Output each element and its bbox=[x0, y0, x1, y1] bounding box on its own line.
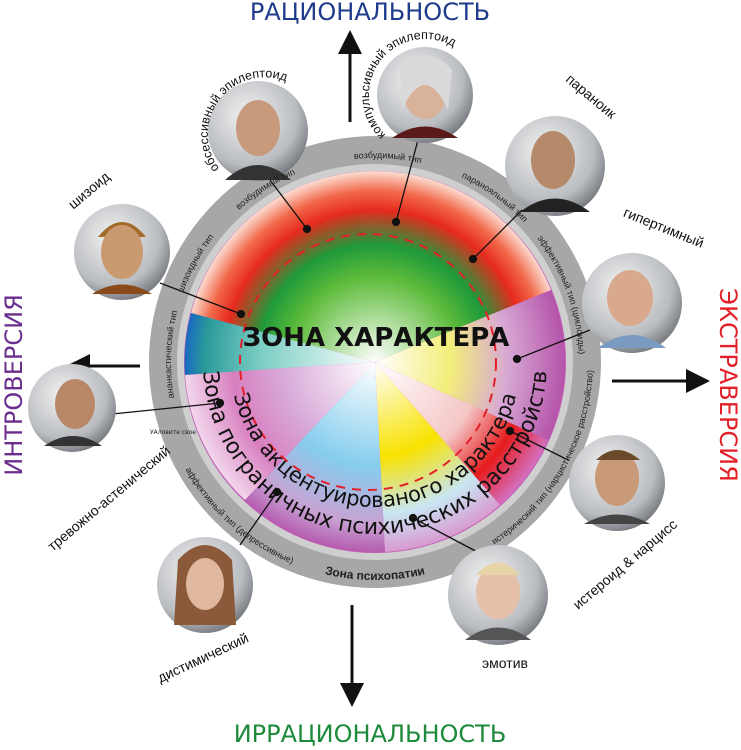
portrait-schizoid bbox=[74, 204, 170, 300]
sector-dysthymic bbox=[245, 362, 385, 553]
character-zone-label: ЗОНА ХАРАКТЕРА bbox=[243, 323, 510, 353]
person-label-hyperthymic: гипертимный bbox=[621, 204, 706, 251]
svg-text:Зона психопатии: Зона психопатии bbox=[324, 563, 426, 583]
portrait-obsessive-epileptoid bbox=[208, 81, 308, 181]
axis-label-rationality: РАЦИОНАЛЬНОСТЬ bbox=[250, 0, 490, 26]
pointer-lines bbox=[111, 139, 591, 557]
small-note: УАловите свое bbox=[150, 429, 196, 436]
person-label-schizoid: шизоид bbox=[65, 168, 113, 212]
portrait-dysthymic bbox=[157, 537, 253, 633]
axis-label-extraversion: ЭКСТРАВЕРСИЯ bbox=[714, 288, 741, 482]
sector-schizoid bbox=[184, 313, 375, 375]
person-label-anxious-asthenic: тревожно-астенический bbox=[44, 442, 173, 554]
person-label-dysthymic: дистимический bbox=[155, 629, 251, 685]
portrait-anxious-asthenic bbox=[28, 364, 116, 452]
axis-label-irrationality: ИРРАЦИОНАЛЬНОСТЬ bbox=[234, 720, 507, 748]
portrait-paranoid bbox=[505, 116, 605, 216]
person-label-paranoid: параноик bbox=[563, 71, 620, 123]
portrait-compulsive-epileptoid bbox=[377, 47, 473, 143]
person-label-histrionic-narcissist: истероид & нарцисс bbox=[570, 516, 680, 612]
sector-hysteric bbox=[375, 362, 548, 505]
portrait-emotive bbox=[448, 545, 548, 645]
sector-emotive bbox=[375, 362, 500, 552]
sector-excitable-paranoid bbox=[191, 171, 551, 362]
psychopathy-zone-label: Зона психопатии bbox=[324, 563, 426, 583]
sector-affective-cycloid bbox=[375, 290, 565, 440]
character-zone-border bbox=[239, 233, 497, 491]
axis-label-introversion: ИНТРОВЕРСИЯ bbox=[0, 294, 28, 476]
character-sectors bbox=[184, 171, 565, 553]
portrait-histrionic-narcissist bbox=[569, 435, 665, 531]
sector-anxious bbox=[185, 362, 375, 500]
person-label-emotive: эмотив bbox=[482, 655, 528, 671]
portrait-hyperthymic bbox=[582, 253, 682, 353]
